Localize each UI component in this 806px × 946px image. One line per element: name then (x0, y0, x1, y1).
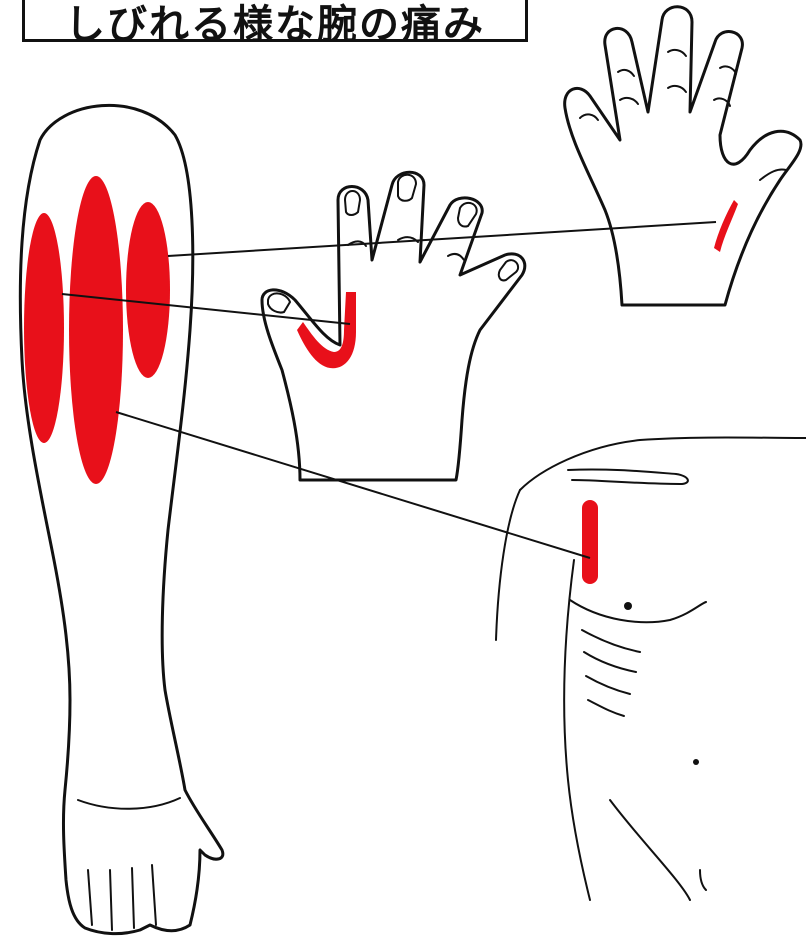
rib-3 (585, 675, 631, 695)
nail-index (343, 190, 362, 216)
chest-illustration (495, 436, 806, 901)
nail-ring (456, 201, 478, 228)
hand-back-outline (260, 170, 527, 482)
palm-outline (563, 5, 803, 307)
palm-finger-line-7 (579, 113, 599, 121)
arm-illustration (18, 103, 225, 936)
palm-finger-line-6 (713, 97, 731, 107)
pain-area-chest (582, 500, 598, 584)
nipple (624, 602, 632, 610)
wrist-crease (77, 797, 181, 810)
rib-1 (581, 629, 641, 653)
palm-finger-line-3 (667, 48, 687, 57)
pain-area-arm-center (69, 176, 123, 484)
palm-finger-line-5 (719, 65, 737, 75)
nail-middle (397, 173, 418, 202)
navel (693, 759, 699, 765)
shoulder-line (519, 436, 806, 491)
pain-area-palm (714, 200, 738, 252)
finger-line-2 (109, 869, 113, 931)
pain-area-arm-left (24, 213, 64, 443)
clavicle-line (567, 468, 689, 486)
torso-side-line (563, 559, 591, 901)
page-title: しびれる様な腕の痛み (65, 2, 485, 42)
finger-line-4 (151, 864, 157, 926)
hand-back-illustration (260, 170, 527, 482)
palm-illustration (563, 5, 803, 307)
palm-finger-line-2 (619, 96, 639, 105)
leader-line-arm-to-thumb (61, 293, 351, 325)
pectoral-line (569, 599, 707, 624)
palm-finger-line-4 (667, 84, 687, 93)
rib-4 (587, 699, 625, 717)
leader-line-arm-to-chest (115, 411, 591, 559)
upper-arm-line (495, 489, 521, 641)
knuckle-crease-3 (447, 252, 465, 261)
rib-2 (583, 651, 637, 673)
pain-area-arm-right (126, 202, 170, 378)
hip-line (699, 869, 707, 891)
leader-line-arm-to-palm (167, 221, 717, 257)
palm-line-1 (759, 168, 787, 181)
thumb-nail (267, 292, 292, 314)
pain-area-thumb-index (297, 292, 356, 369)
finger-line-1 (87, 869, 93, 926)
waist-line (609, 799, 691, 901)
palm-finger-line-1 (617, 68, 635, 77)
finger-line-3 (131, 867, 135, 929)
nail-little (497, 259, 520, 282)
title-box: しびれる様な腕の痛み (22, 0, 528, 42)
